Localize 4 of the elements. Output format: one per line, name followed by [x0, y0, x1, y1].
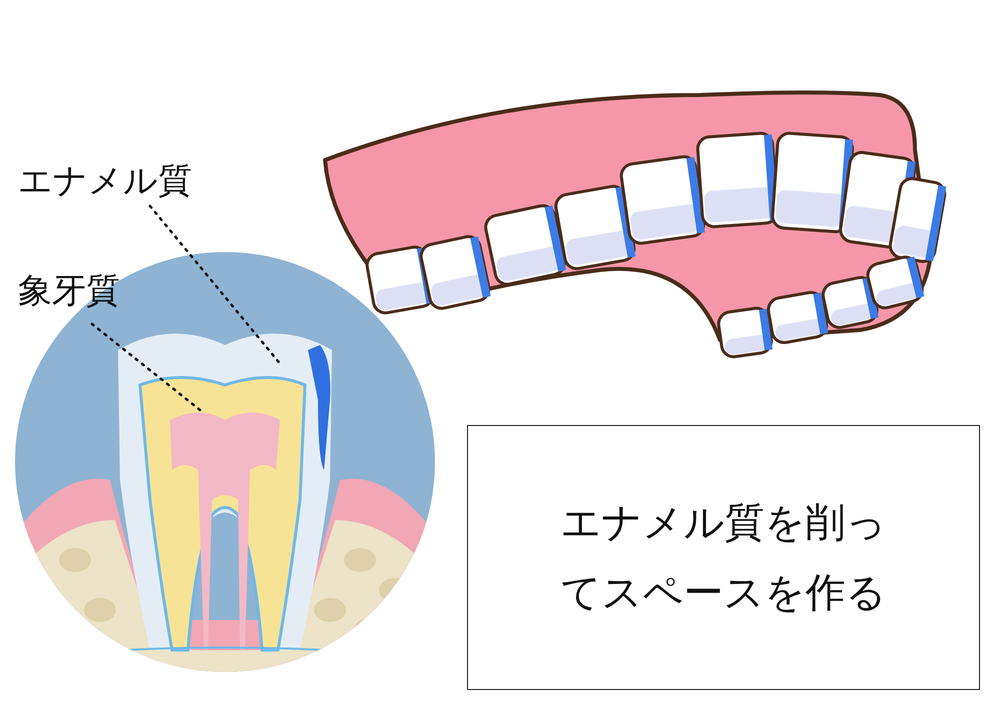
leader-line: [90, 322, 202, 412]
part-label: エナメル質: [18, 160, 192, 202]
text-box: [467, 425, 980, 690]
caption-text: エナメル質を削ってスペースを作る: [560, 498, 888, 618]
